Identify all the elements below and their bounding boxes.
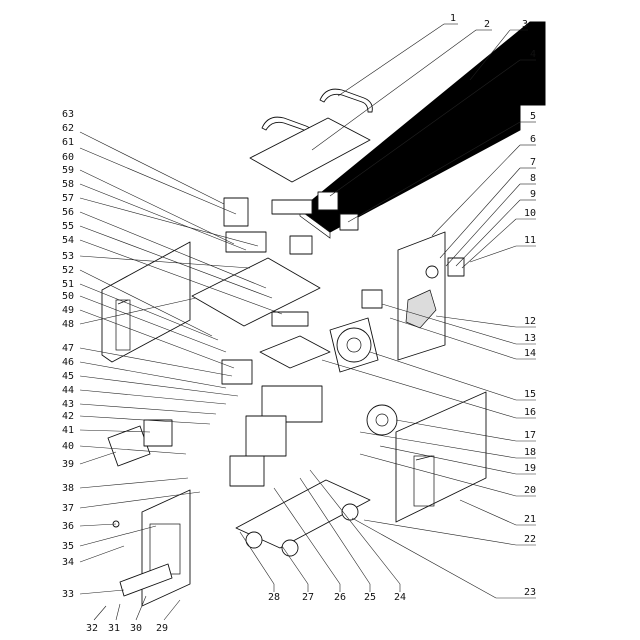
label-31: 31: [108, 623, 120, 634]
label-11: 11: [524, 235, 536, 246]
right-side-panel: [395, 391, 487, 523]
label-48: 48: [62, 319, 74, 330]
transformer-part: [271, 191, 359, 231]
label-36: 36: [62, 521, 74, 532]
part-number-labels: 1 2 3 4 5 6 7 8 9 10 11 12 13 14 15 16 1…: [62, 13, 536, 634]
label-23: 23: [524, 587, 536, 598]
label-32: 32: [86, 623, 98, 634]
label-39: 39: [62, 459, 74, 470]
base-chassis: [229, 455, 371, 557]
label-17: 17: [524, 430, 536, 441]
main-board-plate: [191, 197, 321, 327]
label-62: 62: [62, 123, 74, 134]
label-25: 25: [364, 592, 376, 603]
top-cover-panel: [299, 21, 546, 233]
label-16: 16: [524, 407, 536, 418]
label-30: 30: [130, 623, 142, 634]
leader-lines: [311, 23, 536, 599]
label-15: 15: [524, 389, 536, 400]
leader-lines-left: [79, 131, 283, 595]
label-40: 40: [62, 441, 74, 452]
label-59: 59: [62, 165, 74, 176]
label-12: 12: [524, 316, 536, 327]
fan-part: [329, 317, 379, 373]
label-26: 26: [334, 592, 346, 603]
label-13: 13: [524, 333, 536, 344]
label-57: 57: [62, 193, 74, 204]
label-35: 35: [62, 541, 74, 552]
label-58: 58: [62, 179, 74, 190]
label-38: 38: [62, 483, 74, 494]
label-4: 4: [530, 49, 536, 60]
label-7: 7: [530, 157, 536, 168]
label-43: 43: [62, 399, 74, 410]
label-24: 24: [394, 592, 406, 603]
label-33: 33: [62, 589, 74, 600]
control-board: [107, 419, 173, 467]
label-27: 27: [302, 592, 314, 603]
front-panel: [112, 489, 191, 607]
label-2: 2: [484, 19, 490, 30]
label-44: 44: [62, 385, 74, 396]
label-55: 55: [62, 221, 74, 232]
label-61: 61: [62, 137, 74, 148]
label-21: 21: [524, 514, 536, 525]
toroid-part: [366, 404, 398, 436]
label-63: 63: [62, 109, 74, 120]
label-42: 42: [62, 411, 74, 422]
label-18: 18: [524, 447, 536, 458]
label-29: 29: [156, 623, 168, 634]
label-28: 28: [268, 592, 280, 603]
label-8: 8: [530, 173, 536, 184]
label-52: 52: [62, 265, 74, 276]
leader-lines-bottom: [93, 469, 401, 621]
label-41: 41: [62, 425, 74, 436]
label-60: 60: [62, 152, 74, 163]
label-6: 6: [530, 134, 536, 145]
label-47: 47: [62, 343, 74, 354]
label-3: 3: [522, 19, 528, 30]
label-9: 9: [530, 189, 536, 200]
label-56: 56: [62, 207, 74, 218]
top-plate: [249, 117, 371, 183]
label-49: 49: [62, 305, 74, 316]
label-50: 50: [62, 291, 74, 302]
label-14: 14: [524, 348, 536, 359]
label-45: 45: [62, 371, 74, 382]
back-panel: [361, 231, 465, 361]
label-34: 34: [62, 557, 74, 568]
label-1: 1: [450, 13, 456, 24]
label-51: 51: [62, 279, 74, 290]
label-54: 54: [62, 235, 74, 246]
heatsink-assembly: [221, 335, 331, 457]
label-46: 46: [62, 357, 74, 368]
handle-part: [261, 88, 373, 141]
label-53: 53: [62, 251, 74, 262]
label-20: 20: [524, 485, 536, 496]
label-10: 10: [524, 208, 536, 219]
label-37: 37: [62, 503, 74, 514]
label-19: 19: [524, 463, 536, 474]
label-22: 22: [524, 534, 536, 545]
label-5: 5: [530, 111, 536, 122]
